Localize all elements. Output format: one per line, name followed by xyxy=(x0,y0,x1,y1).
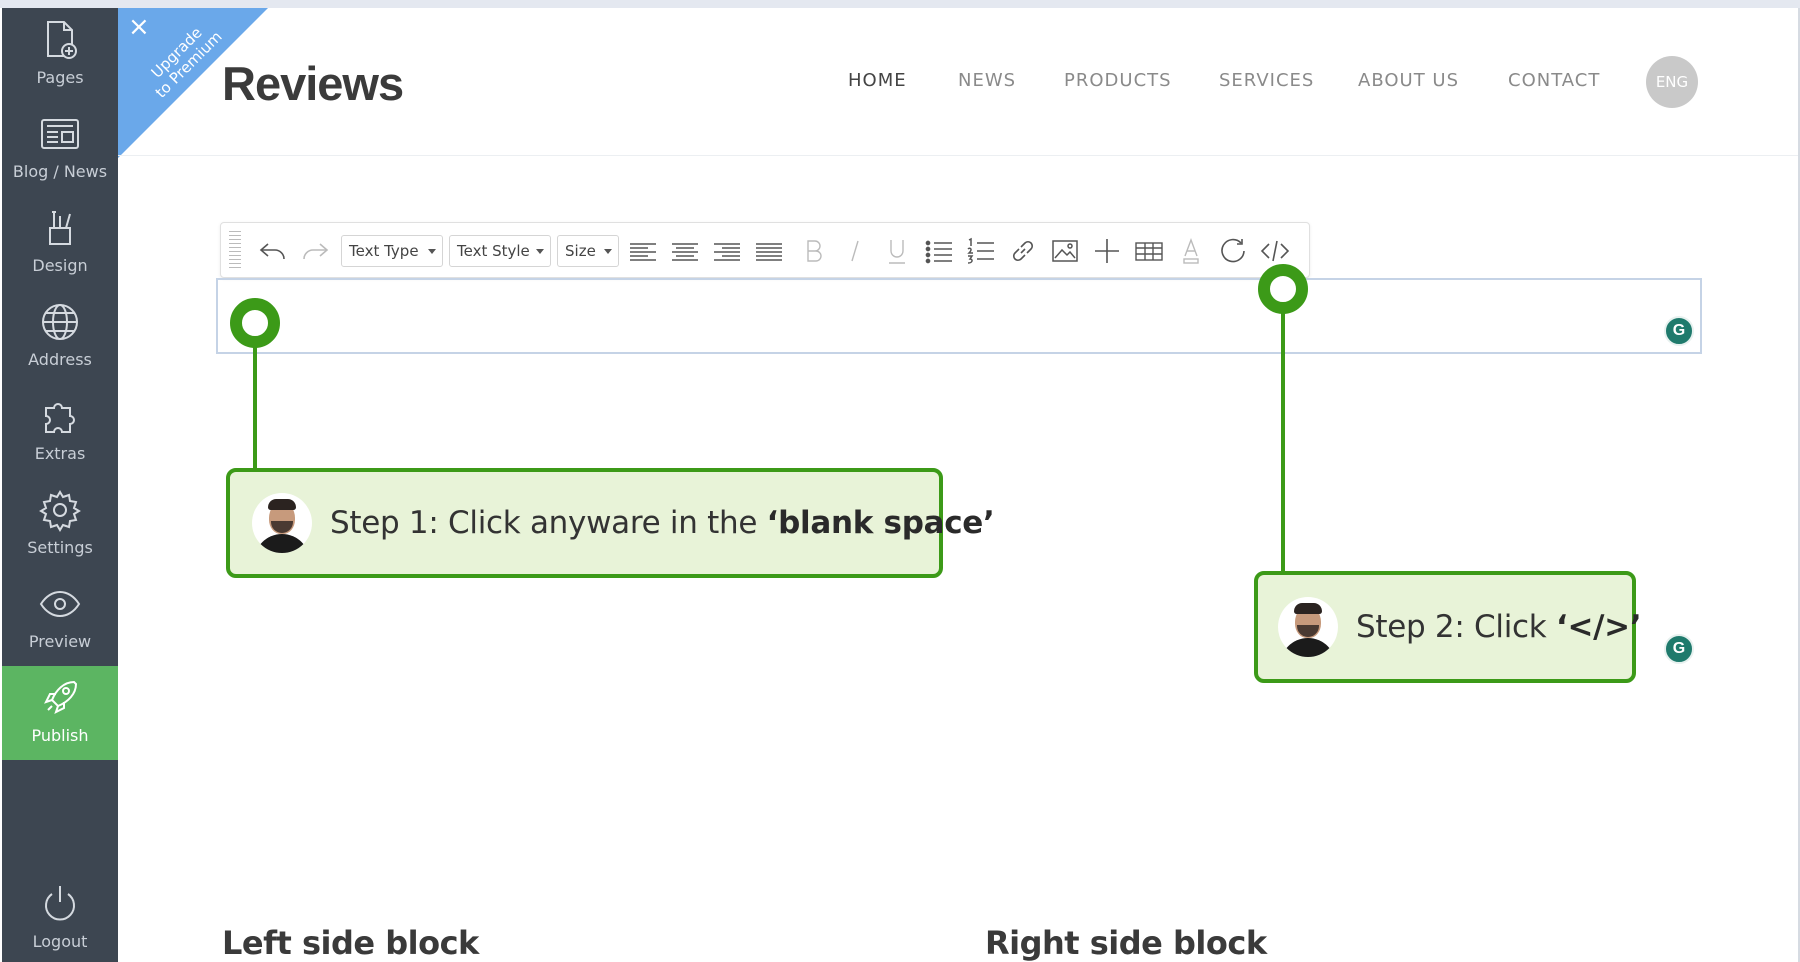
step2-text-prefix: Step 2: Click xyxy=(1356,609,1556,645)
power-icon xyxy=(45,886,75,921)
refresh-icon[interactable] xyxy=(1217,235,1249,267)
align-center-icon[interactable] xyxy=(669,235,701,267)
avatar xyxy=(1278,597,1338,657)
editor-canvas: × Upgrade to Premium Reviews HOME NEWS P… xyxy=(118,8,1800,962)
code-view-icon[interactable] xyxy=(1259,235,1291,267)
sidebar-item-logout[interactable]: Logout xyxy=(2,872,118,962)
avatar-shirt xyxy=(254,534,310,553)
nav-item-contact[interactable]: CONTACT xyxy=(1508,70,1601,91)
sidebar-item-pages[interactable]: Pages xyxy=(2,8,118,102)
numbered-list-icon[interactable] xyxy=(965,235,997,267)
avatar-beard xyxy=(1297,625,1319,637)
avatar-hair xyxy=(268,499,296,510)
align-right-icon[interactable] xyxy=(711,235,743,267)
language-button[interactable]: ENG xyxy=(1646,56,1698,108)
sidebar-item-address[interactable]: Address xyxy=(2,290,118,384)
step1-text: Step 1: Click anyware in the ‘blank spac… xyxy=(330,505,995,541)
step2-marker xyxy=(1258,264,1308,314)
avatar-beard xyxy=(271,521,293,533)
brush-icon xyxy=(49,211,71,245)
chevron-down-icon xyxy=(428,249,436,254)
sidebar-item-label: Address xyxy=(28,350,92,369)
grammarly-icon[interactable]: G xyxy=(1664,634,1694,664)
sidebar-item-blog-news[interactable]: Blog / News xyxy=(2,102,118,196)
drag-handle[interactable] xyxy=(229,231,241,271)
step1-callout: Step 1: Click anyware in the ‘blank spac… xyxy=(226,468,995,578)
step1-text-prefix: Step 1: Click anyware in the xyxy=(330,505,767,541)
sidebar-item-label: Logout xyxy=(32,932,88,951)
image-icon[interactable] xyxy=(1049,235,1081,267)
sidebar-item-design[interactable]: Design xyxy=(2,196,118,290)
step1-connector xyxy=(253,346,257,472)
window-top-border xyxy=(0,0,1800,8)
sidebar-item-label: Blog / News xyxy=(12,162,108,181)
close-icon[interactable]: × xyxy=(128,12,150,42)
text-style-label: Text Style xyxy=(457,242,530,260)
sidebar-item-label: Preview xyxy=(28,632,92,651)
chevron-down-icon xyxy=(536,249,544,254)
nav-item-home[interactable]: HOME xyxy=(848,70,907,91)
sidebar-item-publish[interactable]: Publish xyxy=(2,666,118,760)
sidebar-item-label: Publish xyxy=(31,726,89,745)
sidebar-item-label: Settings xyxy=(27,538,93,557)
nav-item-products[interactable]: PRODUCTS xyxy=(1064,70,1172,91)
insert-plus-icon[interactable] xyxy=(1091,235,1123,267)
chevron-down-icon xyxy=(604,249,612,254)
step2-connector xyxy=(1281,312,1285,574)
nav-item-news[interactable]: NEWS xyxy=(958,70,1017,91)
avatar xyxy=(252,493,312,553)
size-label: Size xyxy=(565,242,596,260)
step2-text-emphasis: ‘</>’ xyxy=(1555,609,1642,645)
page-add-icon xyxy=(47,21,77,59)
text-type-select[interactable]: Text Type xyxy=(341,235,443,267)
nav-item-about-us[interactable]: ABOUT US xyxy=(1358,70,1460,91)
text-color-icon[interactable] xyxy=(1175,235,1207,267)
left-block-title[interactable]: Left side block xyxy=(222,924,479,962)
avatar-hair xyxy=(1294,603,1322,614)
ribbon-background xyxy=(118,8,268,158)
eye-icon xyxy=(39,590,81,618)
globe-icon xyxy=(42,304,78,340)
nav-item-services[interactable]: SERVICES xyxy=(1219,70,1315,91)
align-left-icon[interactable] xyxy=(627,235,659,267)
bullet-list-icon[interactable] xyxy=(923,235,955,267)
link-icon[interactable] xyxy=(1007,235,1039,267)
sidebar-item-extras[interactable]: Extras xyxy=(2,384,118,478)
sidebar-item-label: Extras xyxy=(34,444,86,463)
table-icon[interactable] xyxy=(1133,235,1165,267)
size-select[interactable]: Size xyxy=(557,235,619,267)
sidebar-item-label: Pages xyxy=(36,68,84,87)
text-type-label: Text Type xyxy=(349,242,419,260)
puzzle-icon xyxy=(45,403,75,433)
align-justify-icon[interactable] xyxy=(753,235,785,267)
italic-icon[interactable] xyxy=(839,235,871,267)
undo-icon[interactable] xyxy=(257,235,289,267)
sidebar: Pages Blog / News Design Address Extras … xyxy=(2,8,118,962)
bold-icon[interactable] xyxy=(797,235,829,267)
editable-text-area[interactable] xyxy=(216,278,1702,354)
step1-text-emphasis: ‘blank space’ xyxy=(766,505,995,541)
step2-callout: Step 2: Click ‘</>’ xyxy=(1254,571,1642,683)
step2-text: Step 2: Click ‘</>’ xyxy=(1356,609,1642,645)
underline-icon[interactable] xyxy=(881,235,913,267)
sidebar-item-label: Design xyxy=(32,256,88,275)
sidebar-item-preview[interactable]: Preview xyxy=(2,572,118,666)
upgrade-ribbon[interactable]: × Upgrade to Premium xyxy=(118,8,268,158)
text-editor-toolbar: Text Type Text Style Size xyxy=(220,222,1310,278)
step1-marker xyxy=(230,298,280,348)
avatar-shirt xyxy=(1280,638,1336,657)
right-block-title[interactable]: Right side block xyxy=(985,924,1267,962)
redo-icon[interactable] xyxy=(299,235,331,267)
gear-icon xyxy=(39,490,81,532)
rocket-icon xyxy=(44,680,78,714)
text-style-select[interactable]: Text Style xyxy=(449,235,551,267)
page-title[interactable]: Reviews xyxy=(222,57,404,110)
newspaper-icon xyxy=(41,119,79,149)
grammarly-icon[interactable]: G xyxy=(1664,316,1694,346)
sidebar-item-settings[interactable]: Settings xyxy=(2,478,118,572)
header-divider xyxy=(118,155,1798,156)
